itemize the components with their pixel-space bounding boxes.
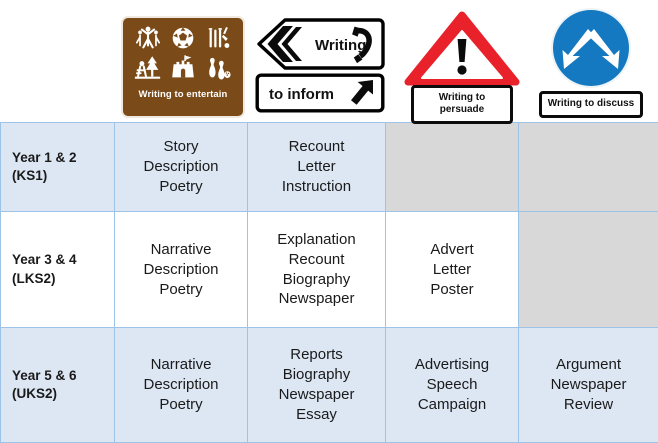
sign-writing-to-inform: Writing to inform: [255, 0, 385, 122]
football-icon: [171, 26, 195, 50]
cell-text: Review: [563, 395, 614, 413]
telephone-icon: [352, 26, 372, 64]
year-line1: Year 3 & 4: [12, 252, 77, 268]
sign-writing-to-entertain: Writing to entertain: [118, 0, 248, 122]
cell-text: Biography: [282, 365, 351, 383]
exclamation-mark-icon: [457, 39, 467, 75]
brown-sign-caption: Writing to entertain: [138, 89, 228, 100]
cell-text: Essay: [296, 405, 337, 423]
discuss-name-plate: Writing to discuss: [539, 91, 643, 119]
cell-text: Letter: [297, 158, 336, 176]
persuade-sign-group: Writing to persuade: [402, 10, 522, 125]
inform-sign-group: Writing to inform: [255, 18, 385, 113]
cell-uks2-entertain: Narrative Description Poetry: [114, 326, 248, 443]
cell-text: Narrative: [150, 355, 212, 373]
pictogram-grid: [131, 23, 235, 83]
cell-text: Recount: [288, 138, 345, 156]
year-group-label-uks2: Year 5 & 6 (UKS2): [0, 326, 115, 443]
cell-lks2-discuss-empty: [518, 211, 658, 328]
diagonal-arrow-up-right-icon: [351, 80, 373, 105]
table-row: Year 1 & 2 (KS1) Story Description Poetr…: [0, 121, 658, 213]
cell-lks2-inform: Explanation Recount Biography Newspaper: [247, 211, 386, 328]
table-row: Year 3 & 4 (LKS2) Narrative Description …: [0, 211, 658, 328]
cell-uks2-persuade: Advertising Speech Campaign: [385, 326, 519, 443]
cell-text: Description: [143, 260, 219, 278]
inform-line1: Writing: [315, 37, 366, 54]
cell-text: Poster: [430, 280, 474, 298]
brown-tourist-sign-board: Writing to entertain: [121, 16, 245, 118]
bowling-pins-icon: [208, 57, 231, 80]
cricket-wicket-icon: [208, 27, 229, 48]
fountain-figures-icon: [136, 26, 161, 49]
persuade-plate-line1: Writing to: [438, 92, 486, 103]
castle-icon: [172, 55, 194, 78]
discuss-sign-group: Writing to discuss: [531, 6, 651, 119]
chevron-left-icon: [267, 26, 302, 62]
cell-lks2-entertain: Narrative Description Poetry: [114, 211, 248, 328]
arrow-down-right-icon: [588, 29, 620, 69]
cell-text: Poetry: [159, 280, 203, 298]
arrow-down-left-icon: [562, 29, 594, 69]
cell-text: Speech: [426, 375, 478, 393]
discuss-plate-line1: Writing to: [547, 98, 595, 109]
cell-text: Recount: [288, 250, 345, 268]
persuade-name-plate: Writing to persuade: [411, 85, 513, 125]
warning-triangle-icon: [404, 11, 520, 86]
cell-ks1-entertain: Story Description Poetry: [114, 121, 248, 213]
cell-text: Advert: [430, 240, 474, 258]
cell-text: Letter: [432, 260, 472, 278]
cell-text: Newspaper: [550, 375, 627, 393]
cell-text: Instruction: [281, 178, 352, 196]
cell-text: Campaign: [417, 395, 487, 413]
year-line2: (UKS2): [12, 385, 58, 401]
year-group-label-lks2: Year 3 & 4 (LKS2): [0, 211, 115, 328]
picnic-park-icon: [135, 56, 161, 79]
inform-sign-upper-board: Writing: [257, 18, 385, 70]
year-line2: (LKS2): [12, 270, 56, 286]
persuade-plate-line2: persuade: [439, 104, 485, 116]
discuss-plate-line2: discuss: [597, 98, 635, 109]
year-line2: (KS1): [12, 168, 48, 184]
cell-lks2-persuade: Advert Letter Poster: [385, 211, 519, 328]
cell-text: Argument: [555, 355, 622, 373]
writing-purposes-table: Year 1 & 2 (KS1) Story Description Poetr…: [0, 121, 658, 443]
sign-header-strip: Writing to entertain Writing to: [0, 0, 658, 125]
cell-text: Newspaper: [278, 385, 355, 403]
cell-text: Reports: [290, 345, 343, 363]
year-group-label-ks1: Year 1 & 2 (KS1): [0, 121, 115, 213]
cell-text: Advertising: [414, 355, 490, 373]
cell-text: Explanation: [277, 230, 356, 248]
cell-ks1-discuss-empty: [518, 121, 658, 213]
cell-text: Description: [143, 158, 219, 176]
blue-circle-sign-icon: [551, 8, 631, 88]
table-row: Year 5 & 6 (UKS2) Narrative Description …: [0, 326, 658, 443]
year-line1: Year 1 & 2: [12, 149, 77, 165]
cell-text: Story: [163, 138, 199, 156]
cell-text: Newspaper: [278, 290, 355, 308]
cell-uks2-inform: Reports Biography Newspaper Essay: [247, 326, 386, 443]
year-line1: Year 5 & 6: [12, 367, 77, 383]
cell-ks1-inform: Recount Letter Instruction: [247, 121, 386, 213]
cell-text: Narrative: [150, 240, 212, 258]
sign-writing-to-discuss: Writing to discuss: [521, 0, 658, 122]
cell-text: Poetry: [159, 178, 203, 196]
cell-text: Poetry: [159, 395, 203, 413]
cell-uks2-discuss: Argument Newspaper Review: [518, 326, 658, 443]
inform-sign-lower-board: to inform: [255, 73, 385, 113]
sign-writing-to-persuade: Writing to persuade: [392, 0, 527, 125]
cell-ks1-persuade-empty: [385, 121, 519, 213]
cell-text: Description: [143, 375, 219, 393]
inform-line2: to inform: [269, 86, 334, 103]
cell-text: Biography: [282, 270, 351, 288]
